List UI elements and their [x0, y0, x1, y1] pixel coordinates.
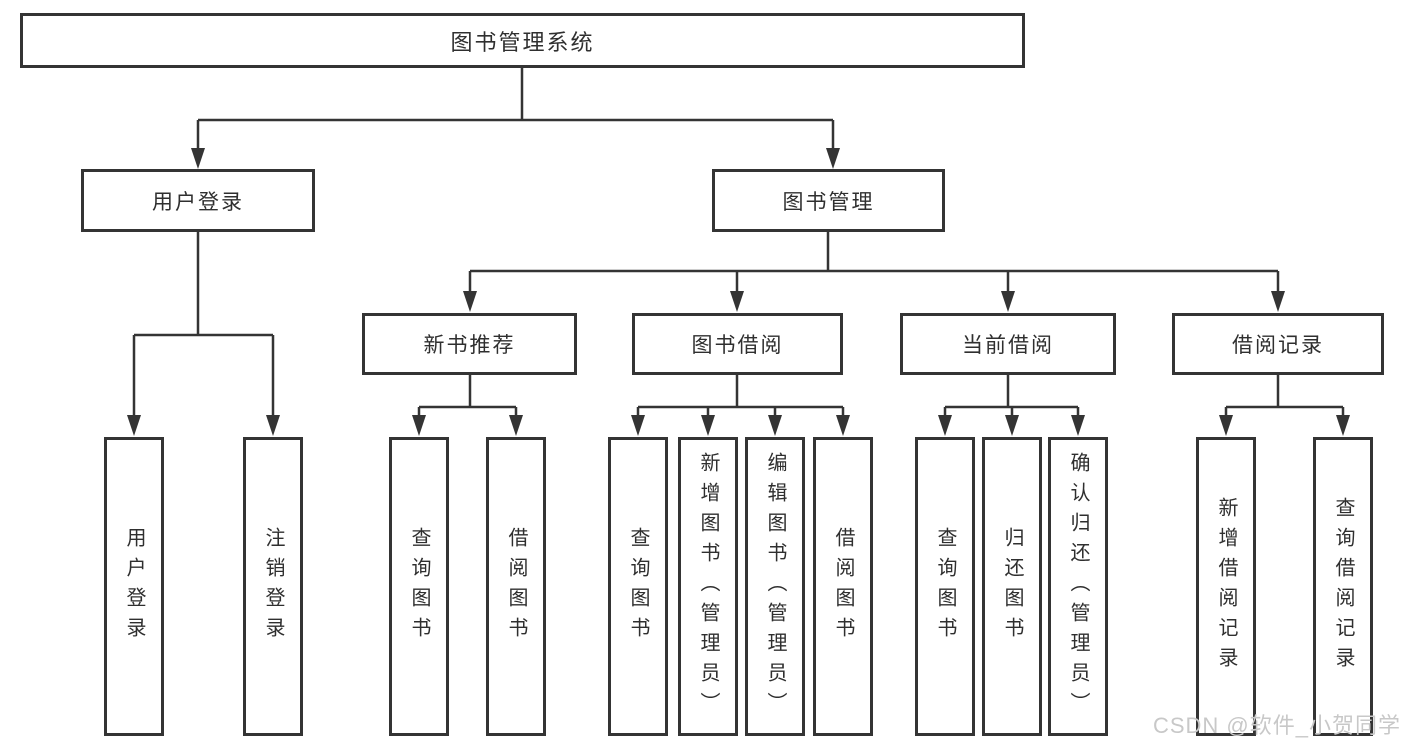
node-current-borrowing: 当前借阅	[900, 313, 1116, 375]
node-label: 编辑图书（管理员）	[764, 451, 786, 722]
arrowheads	[127, 148, 1350, 436]
node-label: 查询图书	[627, 526, 649, 647]
node-label: 图书借阅	[691, 334, 784, 357]
leaf-add-borrow-record: 新增借阅记录	[1196, 437, 1256, 736]
leaf-add-books-admin: 新增图书（管理员）	[678, 437, 738, 736]
node-user-login-branch: 用户登录	[81, 169, 315, 232]
node-new-book-recommendation: 新书推荐	[362, 313, 577, 375]
node-label: 借阅记录	[1232, 334, 1324, 357]
leaf-query-books-current: 查询图书	[915, 437, 975, 736]
node-label: 用户登录	[123, 526, 145, 647]
node-label: 新书推荐	[423, 334, 516, 357]
node-root-library-system: 图书管理系统	[20, 13, 1025, 68]
leaf-query-books-recommend: 查询图书	[389, 437, 449, 736]
node-label: 用户登录	[152, 190, 244, 214]
node-borrowing-records: 借阅记录	[1172, 313, 1384, 375]
node-label: 当前借阅	[962, 334, 1054, 357]
leaf-confirm-return-admin: 确认归还（管理员）	[1048, 437, 1108, 736]
node-label: 图书管理系统	[450, 29, 595, 55]
node-book-borrowing: 图书借阅	[632, 313, 843, 375]
node-label: 查询图书	[934, 526, 956, 647]
node-book-management-branch: 图书管理	[712, 169, 945, 232]
leaf-query-books-borrowing: 查询图书	[608, 437, 668, 736]
node-label: 新增借阅记录	[1215, 496, 1237, 677]
leaf-edit-books-admin: 编辑图书（管理员）	[745, 437, 805, 736]
node-label: 借阅图书	[505, 526, 527, 647]
node-label: 归还图书	[1001, 526, 1023, 647]
node-label: 借阅图书	[832, 526, 854, 647]
leaf-logout: 注销登录	[243, 437, 303, 736]
tree-edges	[132, 68, 1345, 417]
node-label: 查询借阅记录	[1332, 496, 1354, 677]
csdn-watermark: CSDN @软件_小贺同学	[1152, 713, 1401, 738]
node-label: 新增图书（管理员）	[697, 451, 719, 722]
node-label: 查询图书	[408, 526, 430, 647]
leaf-borrow-books-borrowing: 借阅图书	[813, 437, 873, 736]
node-label: 图书管理	[782, 190, 875, 214]
node-label: 确认归还（管理员）	[1067, 451, 1089, 722]
leaf-user-login: 用户登录	[104, 437, 164, 736]
leaf-query-borrow-record: 查询借阅记录	[1313, 437, 1373, 736]
leaf-borrow-books-recommend: 借阅图书	[486, 437, 546, 736]
leaf-return-books: 归还图书	[982, 437, 1042, 736]
node-label: 注销登录	[262, 526, 284, 647]
